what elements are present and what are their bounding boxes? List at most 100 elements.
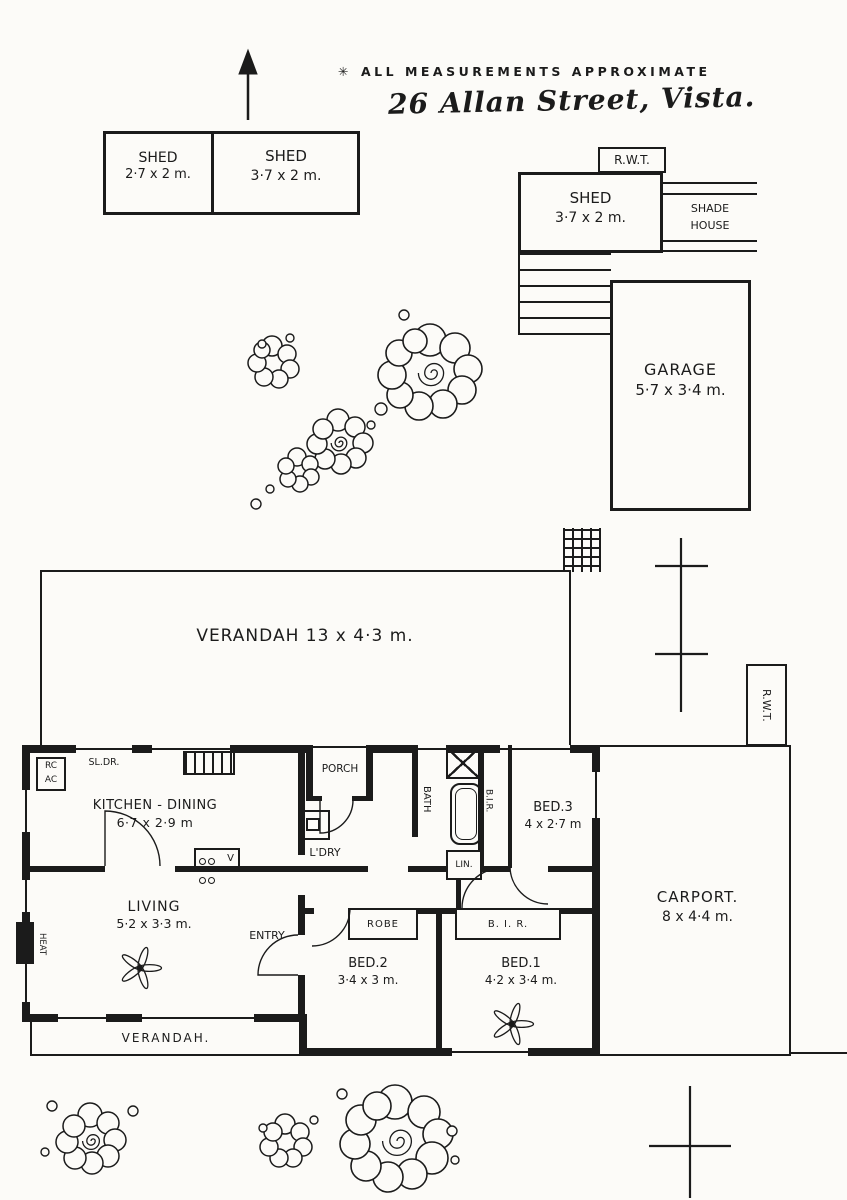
living-size: 5·2 x 3·3 m.: [116, 916, 192, 932]
bed2-label: BED.2: [348, 956, 388, 971]
ceiling-fan-icon: [121, 946, 163, 990]
kitchen-size: 6·7 x 2·9 m: [116, 814, 194, 830]
boundary-line: [791, 1052, 847, 1054]
grid-hatch-icon: [563, 528, 601, 572]
ac-unit: RC AC: [36, 757, 66, 791]
carport-outline: [600, 745, 791, 1056]
ac-line2: AC: [44, 775, 58, 786]
bir-bed1-label: B. I. R.: [487, 918, 529, 930]
wall: [300, 1048, 600, 1056]
bush-icon: [306, 408, 374, 475]
wall: [408, 866, 446, 872]
window: [142, 1014, 254, 1022]
laundry-label: L'DRY: [309, 846, 341, 859]
spiral-icon: [81, 1133, 101, 1151]
garage-size: 5·7 x 3·4 m.: [635, 380, 726, 399]
wall: [482, 866, 510, 872]
bed1-size: 4·2 x 3·4 m.: [484, 972, 558, 987]
bush-icon: [55, 1102, 127, 1175]
bir-bed3-label: B.I.R.: [483, 789, 494, 813]
shower-icon: [446, 747, 480, 779]
bed2: BED.2 3·4 x 3 m.: [322, 956, 414, 988]
survey-cross-icon: [649, 1086, 731, 1198]
bath-label: BATH: [421, 785, 432, 813]
wall: [298, 908, 314, 914]
heater-label: HEAT: [37, 932, 48, 956]
shade-house-slat: [663, 240, 757, 242]
wall: [299, 1014, 307, 1056]
window: [22, 880, 30, 912]
sliding-door-label: SL.DR.: [88, 757, 120, 768]
bed2-size: 3·4 x 3 m.: [337, 972, 399, 987]
window: [22, 962, 30, 1002]
wall: [412, 745, 418, 837]
wall: [211, 134, 214, 212]
shrub-dot-icon: [40, 1088, 460, 1165]
wall: [548, 866, 592, 872]
shed-right: SHED 3·7 x 2 m.: [520, 189, 661, 227]
verandah-front-outline: [40, 570, 571, 748]
rwt-tank-side: R.W.T.: [746, 664, 787, 746]
spiral-icon: [417, 362, 445, 387]
window: [22, 790, 30, 832]
bed1: BED.1 4·2 x 3·4 m.: [468, 956, 574, 988]
verandah-rear: VERANDAH.: [30, 1022, 302, 1056]
plan-title: 26 Allan Street, Vista.: [387, 80, 756, 121]
shade-house: SHADE HOUSE: [663, 201, 757, 234]
stove-icon: V: [194, 848, 240, 884]
bir-closet: B. I. R.: [455, 908, 561, 940]
wall: [298, 866, 368, 872]
bathtub-inner-icon: [455, 788, 477, 840]
wall: [436, 908, 442, 1052]
sink-bowl-icon: [306, 818, 320, 831]
carport-label: CARPORT.: [656, 888, 739, 906]
robe-closet: ROBE: [348, 908, 418, 940]
living-label: LIVING: [127, 899, 181, 915]
north-arrow-icon: [238, 48, 258, 120]
ac-line1: RC: [44, 761, 58, 771]
bed3: BED.3 4 x 2·7 m: [512, 800, 594, 832]
bush-icon: [377, 323, 483, 421]
wall: [298, 975, 305, 1014]
garage-label: GARAGE: [644, 360, 717, 379]
shed-large-label: SHED: [265, 147, 307, 165]
window: [592, 772, 600, 818]
window: [452, 1048, 528, 1056]
window: [76, 745, 132, 753]
carport-size: 8 x 4·4 m.: [662, 908, 733, 925]
garage-outline: [610, 280, 751, 511]
shed-right-outline: [518, 172, 663, 253]
wall: [298, 895, 305, 935]
bathtub-icon: [450, 783, 482, 845]
shade-house-slat: [663, 250, 757, 252]
verandah-front-label: VERANDAH 13 x 4·3 m.: [196, 626, 414, 646]
survey-cross-icon: [655, 538, 708, 712]
measurement-note: ✳ ALL MEASUREMENTS APPROXIMATE: [338, 64, 711, 79]
rwt-top-label: R.W.T.: [614, 153, 650, 167]
wall: [306, 745, 313, 799]
carport: CARPORT. 8 x 4·4 m.: [640, 888, 755, 926]
shrub-dot-icon: [250, 309, 410, 510]
wall: [30, 866, 105, 872]
bush-icon: [247, 335, 300, 389]
rwt-tank-top: R.W.T.: [598, 147, 666, 173]
bush-icon: [259, 1113, 313, 1168]
linen-closet: LIN.: [446, 850, 482, 880]
kitchen-dining: KITCHEN - DINING 6·7 x 2·9 m: [70, 798, 240, 831]
shade-house-line2: HOUSE: [690, 218, 730, 232]
entry-label: ENTRY: [249, 929, 285, 942]
bush-icon: [277, 447, 320, 493]
shade-house-slat: [663, 182, 757, 184]
bed3-label: BED.3: [533, 800, 573, 815]
kitchen-bench-icon: [183, 751, 235, 775]
porch-label: PORCH: [321, 763, 359, 775]
verandah-rear-label: VERANDAH.: [121, 1031, 211, 1045]
shed-right-label: SHED: [569, 189, 612, 207]
sink-icon: [298, 810, 330, 840]
stove-burners-icon: [198, 851, 220, 889]
shed-small-label: SHED: [138, 150, 178, 166]
stove-v-label: V: [227, 853, 234, 864]
wall: [560, 908, 592, 914]
window: [58, 1014, 106, 1022]
